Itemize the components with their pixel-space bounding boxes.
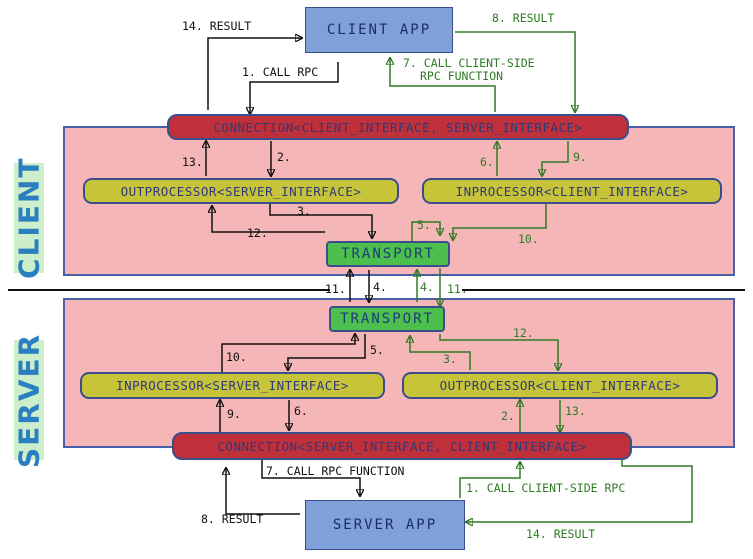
arrow-3 [269,204,372,238]
arrow-s5 [288,334,366,370]
label-s5: 5. [370,343,384,357]
arrow-s1-call-client-side [459,462,520,498]
label-14-result: 14. RESULT [182,19,252,33]
client-inprocessor-box: INPROCESSOR<CLIENT_INTERFACE> [422,178,722,204]
server-outprocessor-box: OUTPROCESSOR<CLIENT_INTERFACE> [402,372,718,399]
label-6: 6. [480,155,494,169]
label-s3: 3. [443,352,457,366]
label-s12: 12. [513,326,534,340]
arrow-7-call-client-side [390,58,496,112]
label-mid-4-left: 4. [373,280,387,294]
label-s2: 2. [501,409,515,423]
arrow-5 [411,221,440,254]
server-transport-box: TRANSPORT [329,306,445,332]
label-3: 3. [297,204,311,218]
arrow-s3 [410,336,471,370]
arrow-8-result [455,31,575,112]
arrow-1-call-rpc [250,62,339,114]
server-connection-box: CONNECTION<SERVER_INTERFACE, CLIENT_INTE… [172,432,632,460]
label-s1-call-client-side-rpc: 1. CALL CLIENT-SIDE RPC [466,481,626,495]
arrow-12 [212,206,325,233]
label-7-line1: 7. CALL CLIENT-SIDE [403,56,535,70]
label-5: 5. [417,218,431,232]
client-outprocessor-box: OUTPROCESSOR<SERVER_INTERFACE> [83,178,399,204]
label-8-result: 8. RESULT [492,11,555,25]
label-s10: 10. [226,350,247,364]
label-s13: 13. [565,404,586,418]
label-mid-4-right: 4. [420,280,434,294]
label-mid-11-right: 11. [447,282,468,296]
arrow-s12 [439,334,558,370]
server-inprocessor-box: INPROCESSOR<SERVER_INTERFACE> [80,372,385,399]
label-12: 12. [247,226,268,240]
label-13: 13. [182,155,203,169]
arrow-s14-result [466,460,693,522]
label-s6: 6. [294,404,308,418]
label-10: 10. [518,232,539,246]
label-1-call-rpc: 1. CALL RPC [242,65,319,79]
label-2: 2. [277,150,291,164]
arrow-s7-call-rpc [261,460,360,496]
arrow-s10 [221,334,355,372]
label-9: 9. [573,150,587,164]
arrow-s8-result [226,468,300,515]
label-mid-11-left: 11. [325,282,346,296]
arrow-9 [542,141,569,176]
arrow-14-result [207,38,302,110]
label-s7-call-rpc-function: 7. CALL RPC FUNCTION [266,464,405,478]
arrow-10 [453,204,547,240]
label-s9: 9. [227,407,241,421]
label-7-line2: RPC FUNCTION [420,69,504,83]
label-s14-result: 14. RESULT [526,527,596,541]
client-app-box: CLIENT APP [305,7,453,53]
client-transport-box: TRANSPORT [326,241,450,267]
label-s8-result: 8. RESULT [201,512,264,526]
client-connection-box: CONNECTION<CLIENT_INTERFACE, SERVER_INTE… [167,114,629,140]
server-app-box: SERVER APP [305,500,465,550]
